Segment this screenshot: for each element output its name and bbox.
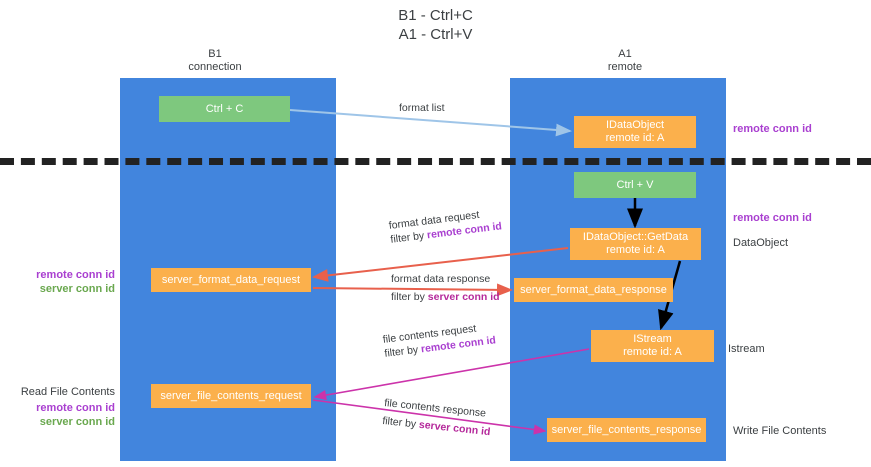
- connector-format-data-request: [312, 247, 569, 282]
- annotation-istream-text: Istream: [728, 343, 765, 355]
- node-server-format-data-response[interactable]: server_format_data_response: [514, 278, 673, 302]
- flow-label-format-data-response-filter: filter by server conn id: [391, 290, 500, 304]
- connector-format-data-response: [312, 283, 513, 297]
- node-idataobject-line-1: IDataObject: [605, 119, 665, 131]
- annotation-server-conn-id-left-bottom: server conn id: [39, 416, 115, 428]
- filter-prefix: filter by: [381, 414, 420, 431]
- lane-header-b1-name: B1: [208, 48, 222, 60]
- annotation-server-conn-id-left-top: server conn id: [39, 283, 115, 295]
- phase-divider: [0, 158, 871, 165]
- node-server-file-contents-response[interactable]: server_file_contents_response: [547, 418, 706, 442]
- node-server-format-data-response-label: server_format_data_response: [520, 283, 667, 296]
- node-ctrl-c-label: Ctrl + C: [205, 102, 244, 115]
- connector-format-list: [289, 109, 572, 137]
- lane-header-b1-subtitle: connection: [188, 61, 242, 73]
- annotation-remote-conn-id-left-bottom: remote conn id: [36, 402, 115, 414]
- annotation-dataobject: DataObject: [733, 236, 788, 250]
- node-server-format-data-request-label: server_format_data_request: [161, 273, 301, 286]
- annotation-remote-conn-id-mid-text: remote conn id: [733, 212, 812, 224]
- annotation-remote-conn-id-top: remote conn id: [733, 122, 812, 136]
- node-getdata-line-2: remote id: A: [606, 244, 665, 256]
- node-ctrl-v[interactable]: Ctrl + V: [574, 172, 696, 198]
- flow-label-format-list-text: format list: [399, 102, 445, 114]
- annotation-remote-conn-id-left-top: remote conn id: [36, 269, 115, 281]
- annotation-conn-ids-bottom: remote conn id server conn id: [20, 401, 115, 429]
- lane-header-b1: B1 connection: [140, 48, 290, 74]
- lane-header-a1: A1 remote: [550, 48, 700, 74]
- connector-file-contents-response: [312, 399, 547, 435]
- annotation-write-file-contents: Write File Contents: [733, 424, 826, 438]
- node-server-format-data-request[interactable]: server_format_data_request: [151, 268, 311, 292]
- lane-header-a1-name: A1: [618, 48, 632, 60]
- annotation-dataobject-text: DataObject: [733, 237, 789, 249]
- page-title: B1 - Ctrl+C A1 - Ctrl+V: [0, 6, 871, 44]
- filter-key-server-conn-id: server conn id: [427, 291, 500, 303]
- annotation-remote-conn-id-mid: remote conn id: [733, 211, 812, 225]
- annotation-write-file-contents-text: Write File Contents: [733, 425, 827, 437]
- node-istream[interactable]: IStream remote id: A: [591, 330, 714, 362]
- node-idataobject-getdata[interactable]: IDataObject::GetData remote id: A: [570, 228, 701, 260]
- annotation-conn-ids-top: remote conn id server conn id: [20, 268, 115, 296]
- annotation-read-file-contents: Read File Contents: [12, 385, 115, 399]
- connector-file-contents-request: [313, 348, 590, 401]
- annotation-remote-conn-id-top-text: remote conn id: [733, 123, 812, 135]
- node-ctrl-c[interactable]: Ctrl + C: [159, 96, 290, 122]
- annotation-read-file-contents-text: Read File Contents: [20, 386, 115, 398]
- node-server-file-contents-request-label: server_file_contents_request: [160, 389, 302, 402]
- node-istream-line-2: remote id: A: [623, 346, 682, 358]
- node-getdata-line-1: IDataObject::GetData: [582, 231, 689, 243]
- node-ctrl-v-label: Ctrl + V: [616, 178, 654, 191]
- filter-prefix: filter by: [391, 291, 428, 303]
- node-server-file-contents-response-label: server_file_contents_response: [551, 423, 702, 436]
- annotation-istream: Istream: [728, 342, 765, 356]
- node-server-file-contents-request[interactable]: server_file_contents_request: [151, 384, 311, 408]
- node-idataobject-line-2: remote id: A: [605, 132, 665, 144]
- page-title-line-2: A1 - Ctrl+V: [398, 26, 473, 43]
- flow-label-format-list: format list: [399, 101, 445, 115]
- lane-header-a1-subtitle: remote: [607, 61, 643, 73]
- node-idataobject[interactable]: IDataObject remote id: A: [574, 116, 696, 148]
- page-title-line-1: B1 - Ctrl+C: [398, 7, 473, 24]
- flow-label-format-data-response-text: format data response: [391, 273, 491, 285]
- node-istream-line-1: IStream: [633, 333, 672, 345]
- flow-label-format-data-response: format data response filter by server co…: [391, 272, 500, 304]
